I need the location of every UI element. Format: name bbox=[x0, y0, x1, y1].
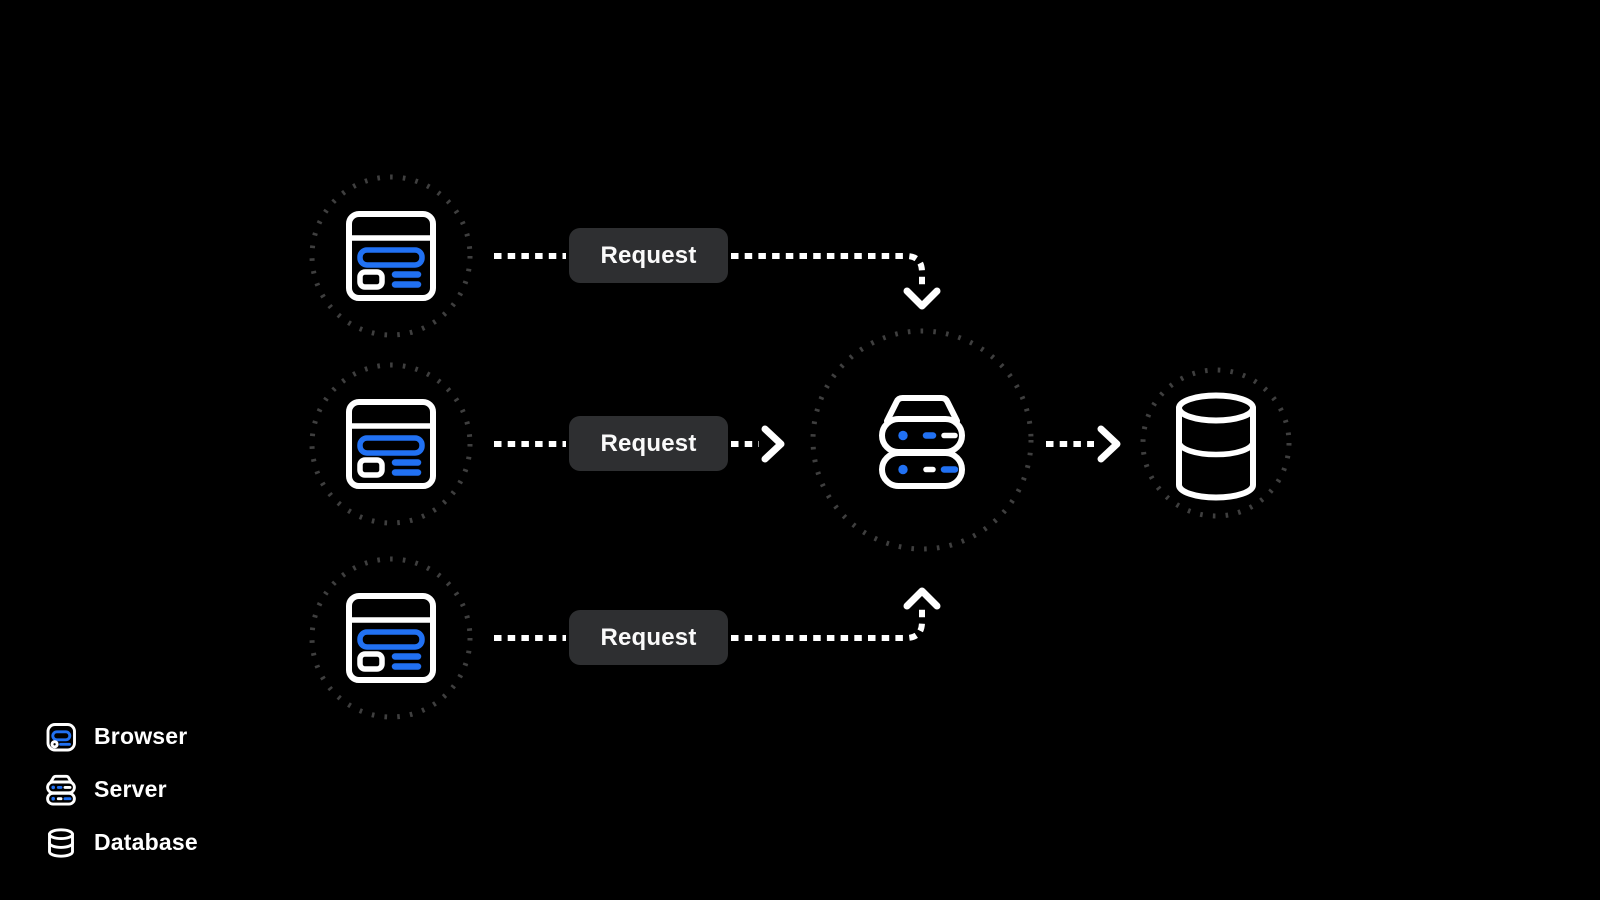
server-icon bbox=[882, 398, 962, 486]
legend-item-server: Server bbox=[46, 763, 198, 816]
database-ring bbox=[1140, 367, 1292, 519]
legend-item-browser: Browser bbox=[46, 710, 198, 763]
browser-ring-2 bbox=[309, 362, 473, 526]
legend-label-server: Server bbox=[94, 776, 167, 802]
connector-request1-server bbox=[731, 253, 925, 289]
server-ring bbox=[810, 328, 1034, 552]
server-legend-icon bbox=[46, 774, 76, 806]
browser-icon-1 bbox=[349, 214, 433, 298]
arrowhead-down-icon bbox=[903, 287, 941, 310]
browser-legend-icon bbox=[46, 722, 76, 751]
request-chip-1: Request bbox=[569, 228, 728, 283]
database-icon bbox=[1179, 396, 1253, 498]
request-chip-label: Request bbox=[600, 623, 697, 651]
arrowhead-right2-icon bbox=[1097, 425, 1121, 463]
request-chip-2: Request bbox=[569, 416, 728, 471]
arrowhead-right-icon bbox=[761, 425, 785, 463]
database-legend-icon bbox=[48, 827, 74, 858]
request-chip-label: Request bbox=[600, 429, 697, 457]
browser-icon-2 bbox=[349, 402, 433, 486]
request-chip-label: Request bbox=[600, 241, 697, 269]
arrowhead-up-icon bbox=[903, 587, 941, 610]
legend-label-database: Database bbox=[94, 829, 198, 855]
legend-item-database: Database bbox=[46, 816, 198, 869]
browser-icon-3 bbox=[349, 596, 433, 680]
connector-request3-server bbox=[731, 607, 925, 641]
browser-ring-1 bbox=[309, 174, 473, 338]
legend: Browser Server Database bbox=[46, 710, 198, 869]
legend-label-browser: Browser bbox=[94, 723, 188, 749]
request-chip-3: Request bbox=[569, 610, 728, 665]
browser-ring-3 bbox=[309, 556, 473, 720]
